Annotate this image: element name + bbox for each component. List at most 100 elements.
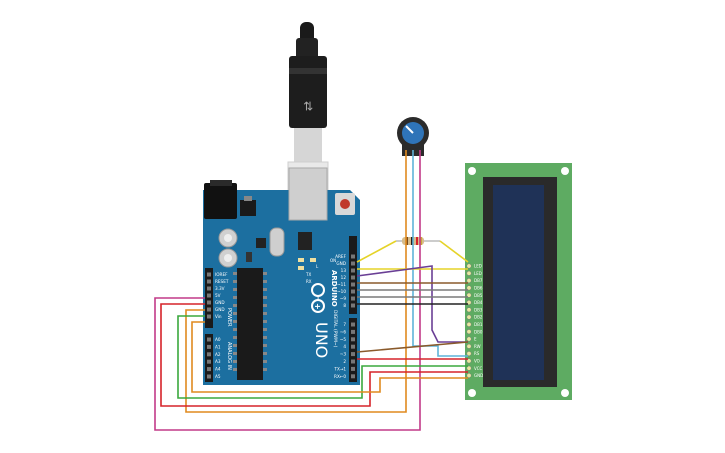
digital-pin-hole[interactable] [351,303,355,308]
power-pin-hole[interactable] [207,307,211,312]
analog-header [205,334,213,382]
lcd-pin[interactable] [466,278,472,284]
digital-pin-hole[interactable] [351,275,355,280]
atmega-chip [237,268,263,380]
lcd-pin-label: LED [474,271,482,276]
digital-pin-label: ~10 [337,289,346,294]
wire-pin3-brown [356,341,469,353]
digital-pin-hole[interactable] [351,344,355,349]
lcd-pin-label: DB7 [474,278,483,283]
digital-pin-hole[interactable] [351,296,355,301]
lcd-pin[interactable] [466,351,472,357]
analog-pin-hole[interactable] [207,367,211,372]
digital-pin-hole[interactable] [351,337,355,342]
l-label: L [316,264,319,269]
digital-pin-label: ~9 [340,296,347,301]
digital-pin-label: 13 [341,268,347,273]
arduino-uno-board: TX RX L ON − + ARDUINO UNO POWER ANALOG … [203,167,360,385]
analog-pin-hole[interactable] [207,359,211,364]
power-section-label: POWER [226,308,232,327]
power-pin-hole[interactable] [207,272,211,277]
lcd-pin-label: DB5 [474,293,483,298]
power-pin-hole[interactable] [207,300,211,305]
analog-pin-hole[interactable] [207,374,211,379]
analog-pin-label: A2 [215,352,221,357]
lcd-pin[interactable] [466,365,472,371]
analog-pin-label: A3 [215,359,221,364]
power-pin-label: 3.3V [215,286,225,291]
power-header [205,268,213,328]
on-label: ON [330,258,336,263]
digital-header-top [349,236,357,314]
lcd-pin[interactable] [466,263,472,269]
digital-pin-hole[interactable] [351,282,355,287]
usb-port [288,167,328,221]
digital-pin-label: 12 [341,275,347,280]
wire-pot-right-magenta [154,150,421,431]
wire-5v-red [160,303,468,407]
digital-header-bottom [349,318,357,382]
analog-pin-hole[interactable] [207,337,211,342]
wire-pot-left-orange [185,150,407,413]
power-pin-hole[interactable] [207,286,211,291]
digital-pin-label: 4 [343,344,346,349]
svg-text:⇄: ⇄ [301,101,315,111]
lcd-pin-label: DB0 [474,329,483,334]
svg-text:−: − [314,295,322,301]
digital-pin-label: TX→1 [333,366,346,371]
digital-pin-hole[interactable] [351,352,355,357]
digital-pin-label: ~5 [340,337,347,342]
wire-gnd-orange [191,321,468,393]
digital-pin-label: ~3 [340,352,347,357]
digital-pin-hole[interactable] [351,329,355,334]
digital-pin-hole[interactable] [351,261,355,266]
lcd-pin-label: VCC [474,366,483,371]
analog-pin-hole[interactable] [207,352,211,357]
tx-label: TX [305,272,311,277]
lcd-pin-label: RS [474,351,480,356]
wire-gnd-green [177,315,468,399]
lcd-pin[interactable] [466,343,472,349]
rx-label: RX [306,279,312,284]
lcd-pin-label: LED [474,264,482,269]
analog-pin-label: A1 [215,344,221,349]
power-pin-hole[interactable] [207,279,211,284]
digital-pin-label: AREF [335,254,346,259]
lcd-pin[interactable] [466,285,472,291]
lcd-pin[interactable] [466,373,472,378]
svg-text:+: + [313,303,322,310]
wire-yellow-resistor-led [439,240,469,263]
lcd-pin[interactable] [466,336,472,342]
lcd-pin-label: DB4 [474,300,483,305]
digital-pin-hole[interactable] [351,366,355,371]
resistor [396,237,440,245]
lcd-pin[interactable] [466,307,472,313]
analog-pin-label: A4 [215,367,221,372]
lcd-pin-label: DB2 [474,315,483,320]
analog-pin-hole[interactable] [207,344,211,349]
lcd-pin-label: DB6 [474,286,483,291]
digital-pin-label: 7 [343,322,346,327]
lcd-screen [493,185,544,380]
power-pin-hole[interactable] [207,293,211,298]
analog-pin-label: A5 [215,374,221,379]
analog-section-label: ANALOG IN [226,342,232,370]
digital-pin-hole[interactable] [351,254,355,259]
power-pin-hole[interactable] [207,314,211,319]
brand-label: ARDUINO [330,270,338,307]
digital-pin-label: ~11 [337,282,346,287]
lcd-pin[interactable] [466,270,472,276]
digital-pin-hole[interactable] [351,268,355,273]
lcd-pin[interactable] [466,321,472,327]
model-label: UNO [312,322,331,358]
power-pin-label: Vin [215,314,222,319]
lcd-pin[interactable] [466,329,472,335]
digital-section-label: DIGITAL (PWM~) [332,310,338,348]
digital-pin-hole[interactable] [351,359,355,364]
digital-pin-hole[interactable] [351,374,355,379]
digital-pin-hole[interactable] [351,322,355,327]
digital-pin-hole[interactable] [351,289,355,294]
wire-yellow-gnd-resistor [356,240,397,263]
lcd-pin[interactable] [466,314,472,320]
